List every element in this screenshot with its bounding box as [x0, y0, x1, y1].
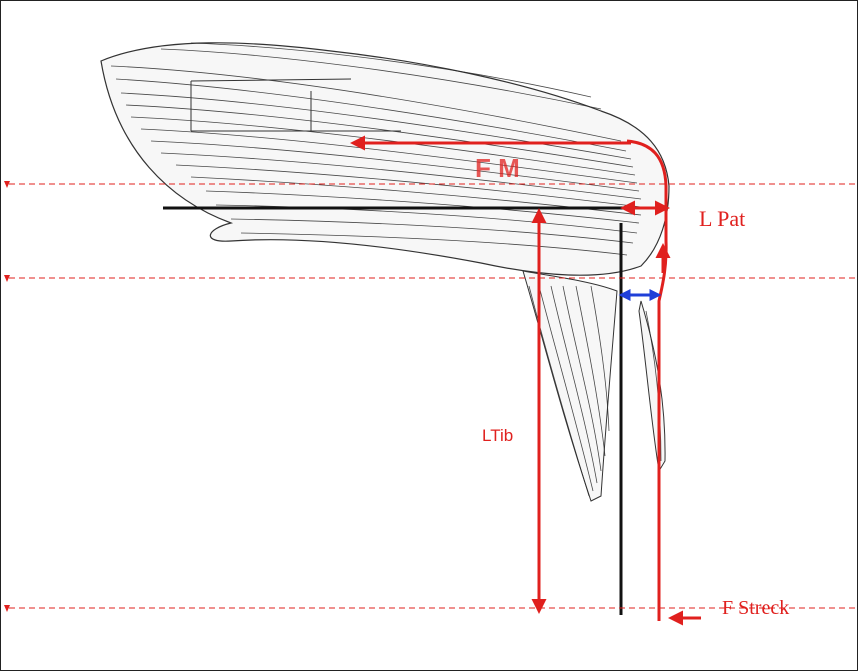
label-fm: F M: [475, 153, 520, 183]
label-lpat: L Pat: [699, 206, 745, 231]
label-fstreck: F Streck: [722, 597, 789, 619]
label-ltib: LTib: [482, 426, 513, 445]
lower-leg-muscle-drawing: [523, 271, 665, 501]
guide-markers: [4, 181, 10, 612]
thigh-muscle-drawing: [101, 43, 669, 275]
